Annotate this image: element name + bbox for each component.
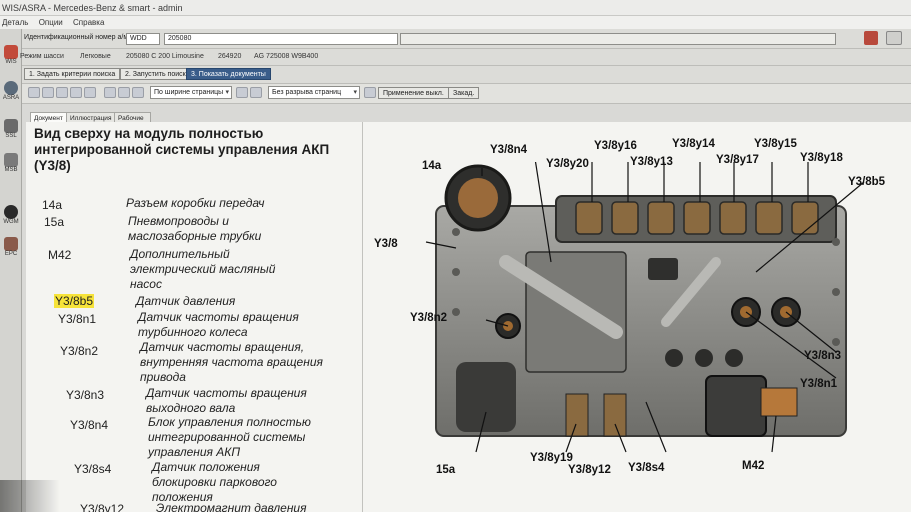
callout-label: Y3/8y18 (800, 152, 843, 164)
legend-desc: Датчик положения блокировки паркового по… (152, 460, 277, 504)
callout-label: Y3/8n1 (800, 378, 838, 390)
down-arrow-icon[interactable] (70, 87, 82, 98)
zoom-in-icon[interactable] (104, 87, 116, 98)
step-search-criteria-button[interactable]: 1. Задать критерии поиска (24, 68, 121, 80)
legend-code: M42 (48, 248, 72, 262)
breadcrumb: Режим шасси Легковые 205080 C 200 Limous… (20, 49, 911, 66)
legend-desc: Датчик частоты вращения выходного вала (146, 386, 307, 415)
toolbar-item-ssl[interactable]: SSL (1, 119, 21, 139)
cancel-icon[interactable] (864, 31, 878, 45)
callout-label: 15a (436, 464, 456, 476)
photo-shadow (0, 480, 60, 512)
breadcrumb-item[interactable]: AG 725008 W9B400 (254, 53, 319, 60)
steps-bar: 1. Задать критерии поиска 2. Запустить п… (22, 66, 911, 84)
wrench-icon (4, 119, 18, 133)
page-icon[interactable] (236, 87, 248, 98)
callout-label: Y3/8y16 (594, 140, 637, 152)
callout-label: Y3/8y14 (672, 138, 715, 150)
page-break-select[interactable]: Без разрыва страниц (268, 86, 360, 99)
legend-code: 14a (42, 198, 63, 212)
legend-desc: Датчик давления (136, 294, 236, 308)
legend-desc: Датчик частоты вращения, внутренняя част… (140, 340, 323, 384)
step-show-documents-button[interactable]: 3. Показать документы (186, 68, 271, 80)
toolbar-item-epc[interactable]: EPC (1, 237, 21, 257)
legend-code: Y3/8n4 (70, 418, 109, 432)
breadcrumb-item[interactable]: 205080 C 200 Limousine (126, 53, 204, 60)
callout-label: Y3/8n4 (490, 144, 528, 156)
bookmark-button[interactable]: Закад. (448, 87, 480, 99)
callout-label: Y3/8 (374, 238, 398, 250)
legend-code: Y3/8n3 (66, 388, 105, 402)
callout-label: Y3/8y19 (530, 452, 573, 464)
window-title: WIS/ASRA - Mercedes-Benz & smart - admin (0, 0, 911, 16)
print-icon[interactable] (886, 31, 902, 45)
callout-label: 14a (422, 160, 442, 172)
page-title: Вид сверху на модуль полностью интегриро… (34, 126, 330, 173)
legend-code-highlighted: Y3/8b5 (54, 294, 95, 308)
legend-code: Y3/8s4 (74, 462, 112, 476)
clock-icon (4, 81, 18, 95)
toolbar-item-msb[interactable]: MSB (1, 153, 21, 173)
valve-body-illustration (425, 162, 865, 453)
callout-label: Y3/8s4 (628, 462, 665, 474)
callout-label: Y3/8b5 (848, 176, 886, 188)
vin-row: Идентификационный номер а/м WDD 205080 (22, 29, 911, 49)
toolbar-item-asra[interactable]: ASRA (1, 81, 21, 101)
layout-icon[interactable] (250, 87, 262, 98)
left-toolbar: WIS ASRA SSL MSB WGM EPC (0, 29, 22, 512)
legend-code: Y3/8y12 (80, 502, 125, 512)
legend-desc: Датчик частоты вращения турбинного колес… (138, 310, 299, 339)
legend-desc: Блок управления полностью интегрированно… (148, 415, 311, 459)
menu-item-help[interactable]: Справка (73, 18, 105, 27)
zoom-fit-icon[interactable] (132, 87, 144, 98)
step-start-search-button[interactable]: 2. Запустить поиск (120, 68, 191, 80)
callout-label: M42 (742, 460, 765, 472)
legend-desc: Пневмопроводы и маслозаборные трубки (128, 214, 262, 243)
legend-code: 15a (44, 215, 65, 229)
parts-icon (4, 237, 18, 251)
breadcrumb-item[interactable]: Режим шасси (20, 53, 64, 60)
legend-desc: Дополнительный электрический масляный на… (130, 247, 276, 291)
up-arrow-icon[interactable] (56, 87, 68, 98)
toolbar-item-wgm[interactable]: WGM (1, 205, 21, 225)
vin-input[interactable]: 205080 (164, 33, 398, 45)
play-icon (4, 205, 18, 219)
callout-label: Y3/8y17 (716, 154, 759, 166)
apply-off-button[interactable]: Применение выкл. (378, 87, 449, 99)
column-divider (362, 122, 363, 512)
stamp-icon[interactable] (364, 87, 376, 98)
legend-desc: Разъем коробки передач (126, 196, 265, 210)
back-arrow-icon[interactable] (28, 87, 40, 98)
forward-arrow-icon[interactable] (42, 87, 54, 98)
gear-icon (4, 153, 18, 167)
vin-label: Идентификационный номер а/м (24, 34, 129, 41)
document-toolbar: По ширине страницы Без разрыва страниц П… (22, 84, 911, 104)
breadcrumb-item[interactable]: 264920 (218, 53, 242, 60)
vin-prefix-select[interactable]: WDD (126, 33, 160, 45)
legend-code: Y3/8n2 (60, 344, 99, 358)
callout-label: Y3/8y13 (630, 156, 673, 168)
callout-label: Y3/8y20 (546, 158, 589, 170)
callout-label: Y3/8n2 (410, 312, 448, 324)
callout-label: Y3/8n3 (804, 350, 842, 362)
callout-label: Y3/8y15 (754, 138, 797, 150)
toolbar-item-wis[interactable]: WIS (1, 45, 21, 65)
menu-item-detail[interactable]: Деталь (2, 18, 29, 27)
zoom-out-icon[interactable] (118, 87, 130, 98)
progress-field (400, 33, 836, 45)
menu-bar: Деталь Опции Справка (0, 16, 911, 29)
breadcrumb-item[interactable]: Легковые (80, 53, 111, 60)
car-icon (4, 45, 18, 59)
legend-desc: Электромагнит давления (156, 501, 307, 512)
print-icon[interactable] (84, 87, 96, 98)
legend-code: Y3/8n1 (58, 312, 97, 326)
menu-item-options[interactable]: Опции (38, 18, 63, 27)
callout-label: Y3/8y12 (568, 464, 611, 476)
zoom-select[interactable]: По ширине страницы (150, 86, 232, 99)
document-page: Вид сверху на модуль полностью интегриро… (26, 122, 911, 512)
